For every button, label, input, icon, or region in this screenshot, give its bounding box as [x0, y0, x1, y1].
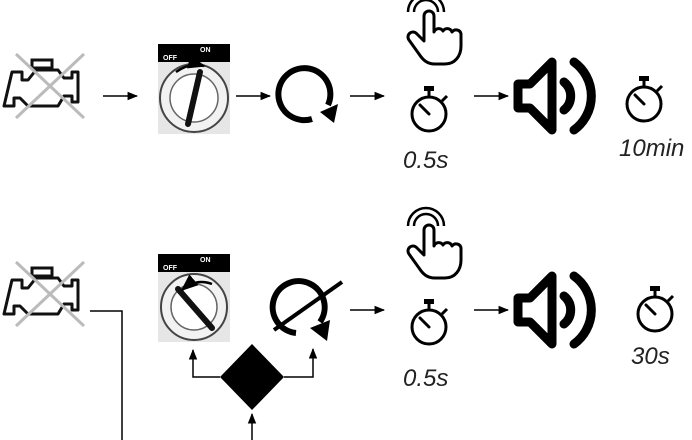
hand-press-icon [406, 206, 463, 280]
stopwatch-icon [625, 74, 664, 123]
row2-sound-time: 30s [631, 343, 670, 370]
speaker-icon [518, 62, 591, 130]
decision-diamond-icon [220, 344, 284, 410]
rotate-icon [275, 65, 338, 124]
hand-press-icon [406, 0, 463, 66]
branch-arrow-right [284, 347, 318, 378]
no-rotate-icon [269, 278, 344, 341]
speaker-icon [518, 276, 591, 344]
ignition-switch-icon: OFF ON [158, 44, 230, 134]
row1-sound-time: 10min [619, 135, 684, 162]
ignition-switch-icon: OFF ON [158, 254, 230, 342]
switch-off-label: OFF [163, 55, 178, 62]
stopwatch-icon [410, 297, 449, 346]
switch-off-label: OFF [163, 265, 178, 272]
stopwatch-icon [410, 84, 449, 133]
row1-press-time: 0.5s [403, 147, 448, 174]
stopwatch-icon [636, 284, 675, 333]
engine-off-icon [2, 52, 86, 120]
row2-press-time: 0.5s [403, 365, 448, 392]
branch-arrow-left [188, 348, 220, 378]
connector-line [90, 310, 123, 440]
switch-on-label: ON [200, 47, 211, 54]
switch-on-label: ON [200, 257, 211, 264]
engine-off-icon [2, 260, 86, 328]
